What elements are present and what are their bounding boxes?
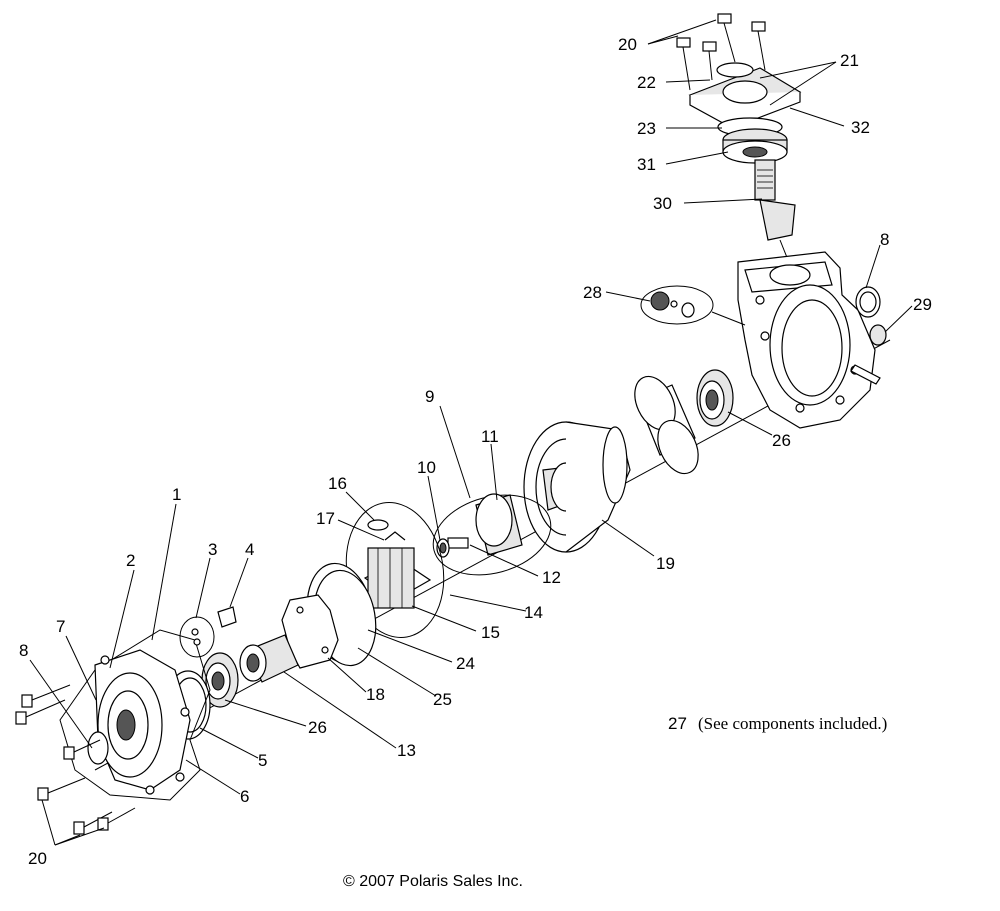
- callout-25: 25: [433, 690, 452, 709]
- callout-1: 1: [172, 485, 181, 504]
- cover-housing-1: [59, 629, 211, 801]
- bolt-l2: [21, 684, 71, 708]
- flange-plate: [688, 62, 802, 129]
- clip-4: [217, 606, 237, 628]
- ring-gear-19: [523, 421, 631, 553]
- callout-24: 24: [456, 654, 475, 673]
- callout-2: 2: [126, 551, 135, 570]
- bearing-26-right: [696, 369, 734, 427]
- bolt-top-1: [676, 37, 691, 91]
- callout-16: 16: [328, 474, 347, 493]
- plug-29: [850, 324, 887, 385]
- upper-bolts-group: [676, 13, 766, 91]
- callout-15: 15: [481, 623, 500, 642]
- copyright-text: © 2007 Polaris Sales Inc.: [343, 873, 523, 890]
- callout-3: 3: [208, 540, 217, 559]
- callout-27: 27: [668, 714, 687, 733]
- bolt-l1: [15, 699, 66, 725]
- callout-23: 23: [637, 119, 656, 138]
- gearcase-housing: [737, 251, 876, 429]
- callout-17: 17: [316, 509, 335, 528]
- pinion-shaft-30: [754, 159, 796, 266]
- callout-26-right: 26: [772, 431, 791, 450]
- callout-5: 5: [258, 751, 267, 770]
- callout-32: 32: [851, 118, 870, 137]
- callout-18: 18: [366, 685, 385, 704]
- plate-18: [281, 594, 339, 669]
- left-bolts-group: [15, 684, 136, 835]
- leader-lines: [29, 19, 913, 846]
- callout-13: 13: [397, 741, 416, 760]
- bearing-26-left: [201, 652, 239, 708]
- bolt-top-3: [717, 13, 736, 63]
- callout-7: 7: [56, 617, 65, 636]
- shim-group-3: [179, 616, 215, 658]
- callout-14: 14: [524, 603, 543, 622]
- callout-21: 21: [840, 51, 859, 70]
- callout-26-left: 26: [308, 718, 327, 737]
- components-note: (See components included.): [698, 714, 887, 733]
- callout-19: 19: [656, 554, 675, 573]
- coil-13: [239, 634, 299, 683]
- callout-30: 30: [653, 194, 672, 213]
- bolt-l4: [37, 777, 86, 801]
- callout-10: 10: [417, 458, 436, 477]
- callout-labels: 20 21 22 23 32 31 30 8 28 29 26 9 11 10 …: [19, 35, 932, 890]
- callout-4: 4: [245, 540, 254, 559]
- bolt-l6: [97, 807, 136, 831]
- armature-group-9: [432, 493, 552, 576]
- seal-8-right: [855, 286, 881, 318]
- callout-31: 31: [637, 155, 656, 174]
- bolt-l3: [63, 739, 101, 760]
- callout-22: 22: [637, 73, 656, 92]
- callout-8-right: 8: [880, 230, 889, 249]
- callout-28: 28: [583, 283, 602, 302]
- callout-11: 11: [481, 427, 499, 446]
- callout-8-left: 8: [19, 641, 28, 660]
- callout-6: 6: [240, 787, 249, 806]
- callout-29: 29: [913, 295, 932, 314]
- bearing-31: [722, 128, 788, 164]
- roll-cage-group: [345, 502, 445, 638]
- sleeve-spacer: [634, 375, 699, 475]
- callout-20-bottom: 20: [28, 849, 47, 868]
- callout-12: 12: [542, 568, 561, 587]
- bolt-top-2: [702, 41, 717, 81]
- callout-20-top: 20: [618, 35, 637, 54]
- breather-28-group: [640, 285, 746, 326]
- bolt-top-4: [751, 21, 766, 71]
- callout-9: 9: [425, 387, 434, 406]
